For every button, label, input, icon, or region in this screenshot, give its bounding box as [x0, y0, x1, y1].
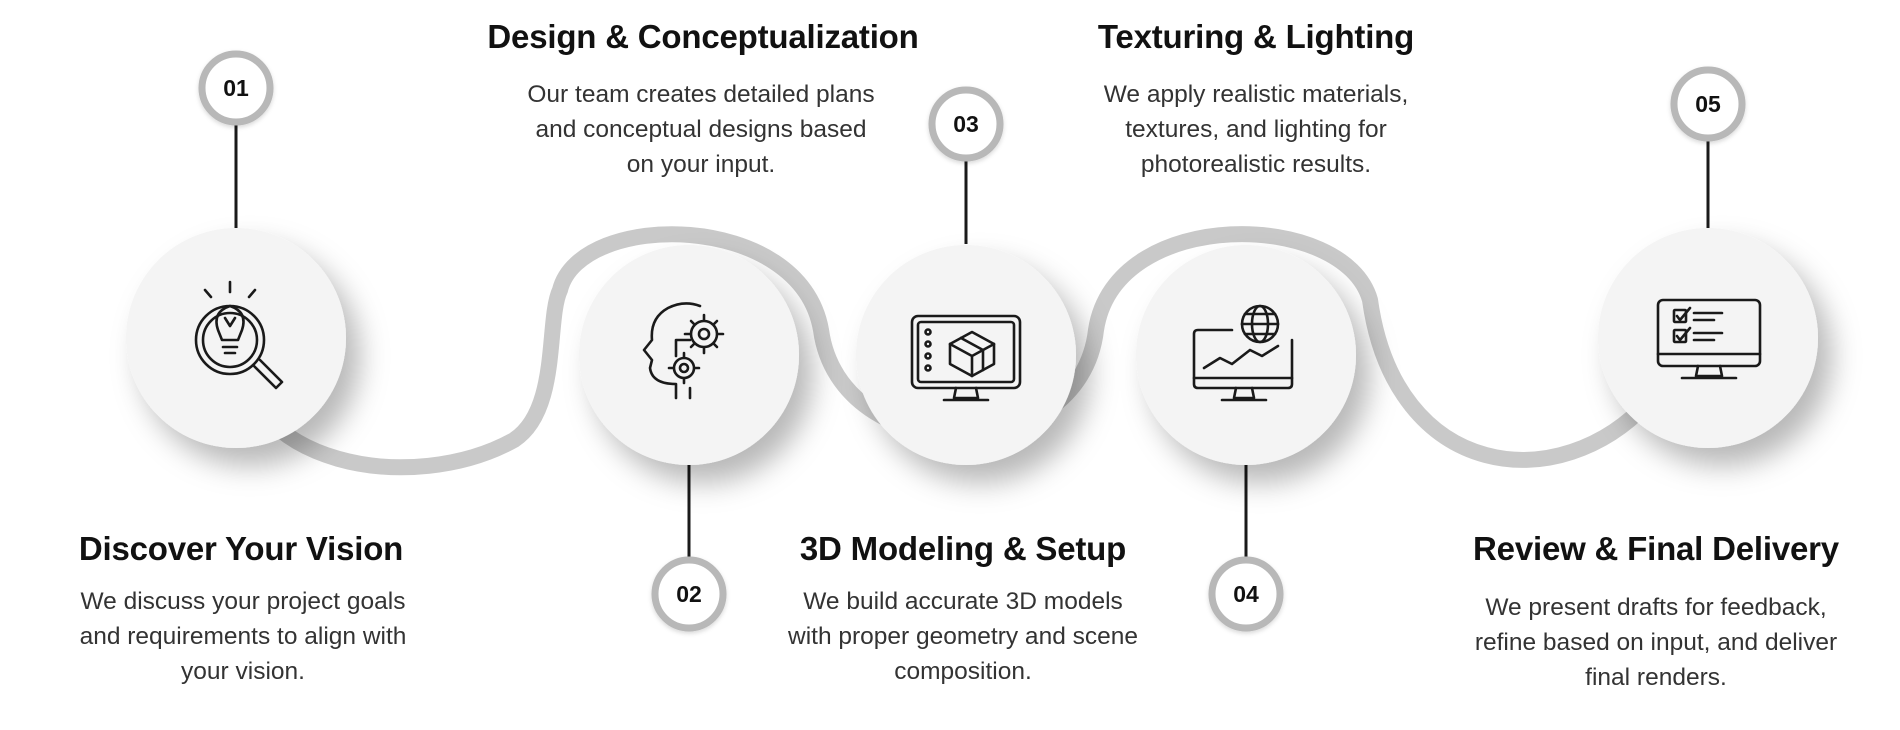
step-number-03: 03: [953, 111, 979, 137]
step-description-05: We present drafts for feedback, refine b…: [1474, 594, 1838, 691]
step-description-01: We discuss your project goals and requir…: [79, 588, 407, 685]
step-title-03: 3D Modeling & Setup: [799, 530, 1127, 567]
step-title-04: Texturing & Lighting: [1097, 18, 1415, 55]
step-circle-04: [1136, 245, 1356, 465]
step-number-05: 05: [1695, 91, 1721, 117]
head-gears-icon: [642, 302, 725, 400]
step-description-04: We apply realistic materials, textures, …: [1103, 81, 1409, 178]
step-circle-02: [579, 245, 799, 465]
step-badge-04: 04: [1208, 556, 1284, 632]
monitor-checklist-icon: [1656, 298, 1762, 380]
step-circle-01: [126, 228, 346, 448]
step-circle-05: [1598, 228, 1818, 448]
step-title-02: Design & Conceptualization: [487, 18, 919, 55]
step-circle-03: [856, 245, 1076, 465]
lightbulb-magnifier-icon: [194, 280, 284, 390]
step-badge-05: 05: [1670, 66, 1746, 142]
monitor-globe-chart-icon: [1192, 304, 1294, 402]
step-description-02: Our team creates detailed plans and conc…: [527, 81, 875, 178]
step-number-01: 01: [223, 75, 249, 101]
step-title-05: Review & Final Delivery: [1473, 530, 1839, 567]
track-path: [228, 226, 1658, 476]
step-description-03: We build accurate 3D models with proper …: [788, 588, 1138, 685]
step-badge-02: 02: [651, 556, 727, 632]
step-title-01: Discover Your Vision: [78, 530, 404, 567]
step-number-04: 04: [1233, 581, 1259, 607]
step-badge-01: 01: [198, 50, 274, 126]
monitor-3d-cube-icon: [910, 314, 1022, 402]
step-number-02: 02: [676, 581, 702, 607]
step-badge-03: 03: [928, 86, 1004, 162]
